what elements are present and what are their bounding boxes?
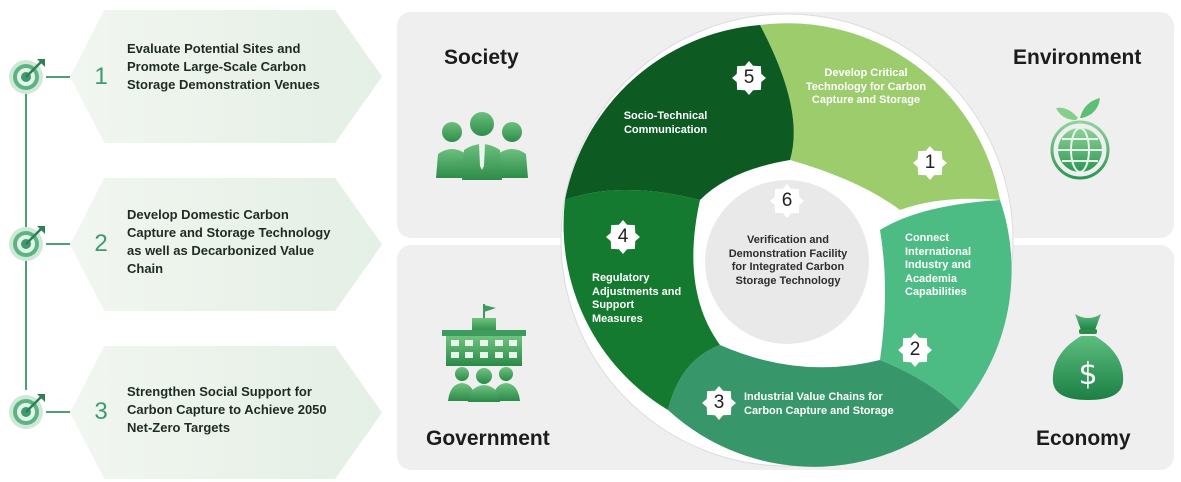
goal-panel: [70, 10, 382, 143]
goal-number: 1: [94, 63, 108, 90]
cycle-text-2: Connect International Industry and Acade…: [905, 232, 972, 298]
money-bag-icon: $: [1052, 314, 1124, 400]
center-badge: 6: [770, 184, 804, 218]
goal-connector: [46, 411, 70, 413]
svg-text:$: $: [1078, 357, 1097, 392]
cycle-badge-2: 2: [898, 333, 932, 367]
goal-number: 3: [94, 398, 108, 425]
cycle-segment-5: [565, 25, 794, 200]
cycle-badge-1: 1: [913, 146, 947, 180]
globe-leaf-icon: [1050, 98, 1110, 180]
government-building-icon: [442, 304, 526, 402]
cycle-text-3: Industrial Value Chains for Carbon Captu…: [744, 391, 894, 417]
target-icon: [9, 226, 45, 261]
cycle-text-4: Regulatory Adjustments and Support Measu…: [592, 272, 682, 325]
goal-connector: [46, 243, 70, 245]
timeline-line: [25, 60, 27, 390]
goal-panel: [70, 346, 382, 479]
center-text: Verification and Demonstration Facility …: [728, 234, 848, 287]
goal-number: 2: [94, 230, 108, 257]
quadrant-label-economy: Economy: [1036, 427, 1131, 450]
goal-text: Evaluate Potential Sites and Promote Lar…: [127, 41, 320, 92]
goal-panel: [70, 178, 382, 311]
goal-text: Develop Domestic Carbon Capture and Stor…: [127, 207, 331, 276]
cycle-badge-4: 4: [606, 220, 640, 254]
cycle-center-hub: [705, 180, 869, 344]
target-icon: [9, 394, 45, 429]
cycle-text-5: Socio-Technical Communication: [623, 110, 708, 136]
cycle-badge-5: 5: [732, 61, 766, 95]
cycle-badge-3: 3: [702, 386, 736, 420]
cycle-segment-3: [668, 345, 960, 467]
cycle-segment-4: [563, 190, 720, 410]
goal-text: Strengthen Social Support for Carbon Cap…: [127, 384, 327, 435]
goal-connector: [46, 76, 70, 78]
quadrant-label-government: Government: [426, 427, 550, 450]
target-icon: [9, 59, 45, 94]
cycle-text-1: Develop Critical Technology for Carbon C…: [805, 67, 927, 106]
quadrant-label-society: Society: [444, 46, 519, 69]
quadrant-label-environment: Environment: [1013, 46, 1142, 69]
people-group-icon: [436, 112, 528, 180]
